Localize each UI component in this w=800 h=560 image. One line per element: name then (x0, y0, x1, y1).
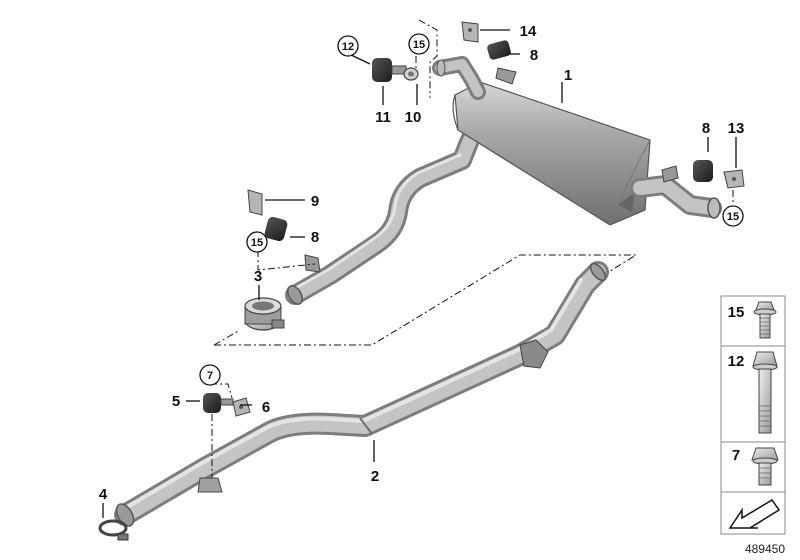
rubber-mount-8-rear (693, 160, 713, 182)
flange-bolt-icon (753, 301, 777, 339)
label-part-1: 1 (564, 67, 572, 84)
label-part-15-top: 15 (413, 39, 425, 51)
label-part-2: 2 (371, 468, 379, 485)
legend-15-label: 15 (728, 304, 745, 321)
assembly-outline (213, 254, 638, 346)
label-part-7: 7 (207, 370, 213, 382)
hex-bolt-icon (751, 447, 779, 486)
fastener-legend: 15 12 7 (720, 295, 786, 535)
bracket-6 (232, 397, 251, 417)
long-hex-bolt-icon (752, 351, 778, 434)
label-part-8-top: 8 (530, 47, 538, 64)
label-part-5: 5 (172, 393, 180, 410)
legend-7-label: 7 (732, 447, 740, 464)
direction-arrow-icon (728, 498, 781, 529)
callout-15-rear: 15 (722, 205, 744, 227)
label-part-9: 9 (311, 193, 319, 210)
center-pipe (114, 261, 609, 527)
label-part-15-rear: 15 (727, 211, 739, 223)
leader-lines (102, 29, 737, 518)
label-part-3: 3 (254, 268, 262, 285)
label-part-8-rear: 8 (702, 120, 710, 137)
alignment-lines (210, 19, 734, 478)
callout-12: 12 (337, 35, 359, 57)
callout-15-front: 15 (246, 231, 268, 253)
rubber-mount-8-front (264, 216, 288, 242)
document-id: 489450 (745, 542, 785, 556)
legend-12-label: 12 (728, 353, 745, 370)
pipe-clamp (98, 519, 129, 541)
label-part-8-front: 8 (311, 229, 319, 246)
label-part-6: 6 (262, 399, 270, 416)
callout-7: 7 (199, 364, 221, 386)
label-part-15-front: 15 (251, 237, 263, 249)
rubber-mount-11 (372, 58, 407, 82)
rubber-mount-8-top (487, 40, 511, 60)
bracket-14 (461, 21, 479, 43)
label-part-4: 4 (99, 486, 108, 503)
bracket-9 (247, 189, 263, 216)
rear-silencer (285, 56, 722, 305)
label-part-13: 13 (728, 120, 745, 137)
label-part-12: 12 (342, 41, 354, 53)
callout-15-top: 15 (408, 33, 430, 55)
label-part-14: 14 (520, 23, 537, 40)
label-part-11: 11 (375, 109, 391, 126)
bracket-13 (723, 169, 745, 189)
washer-10 (403, 67, 419, 81)
clamp-sleeve (244, 297, 285, 331)
rubber-mount-5 (203, 393, 234, 413)
label-part-10: 10 (405, 109, 422, 126)
